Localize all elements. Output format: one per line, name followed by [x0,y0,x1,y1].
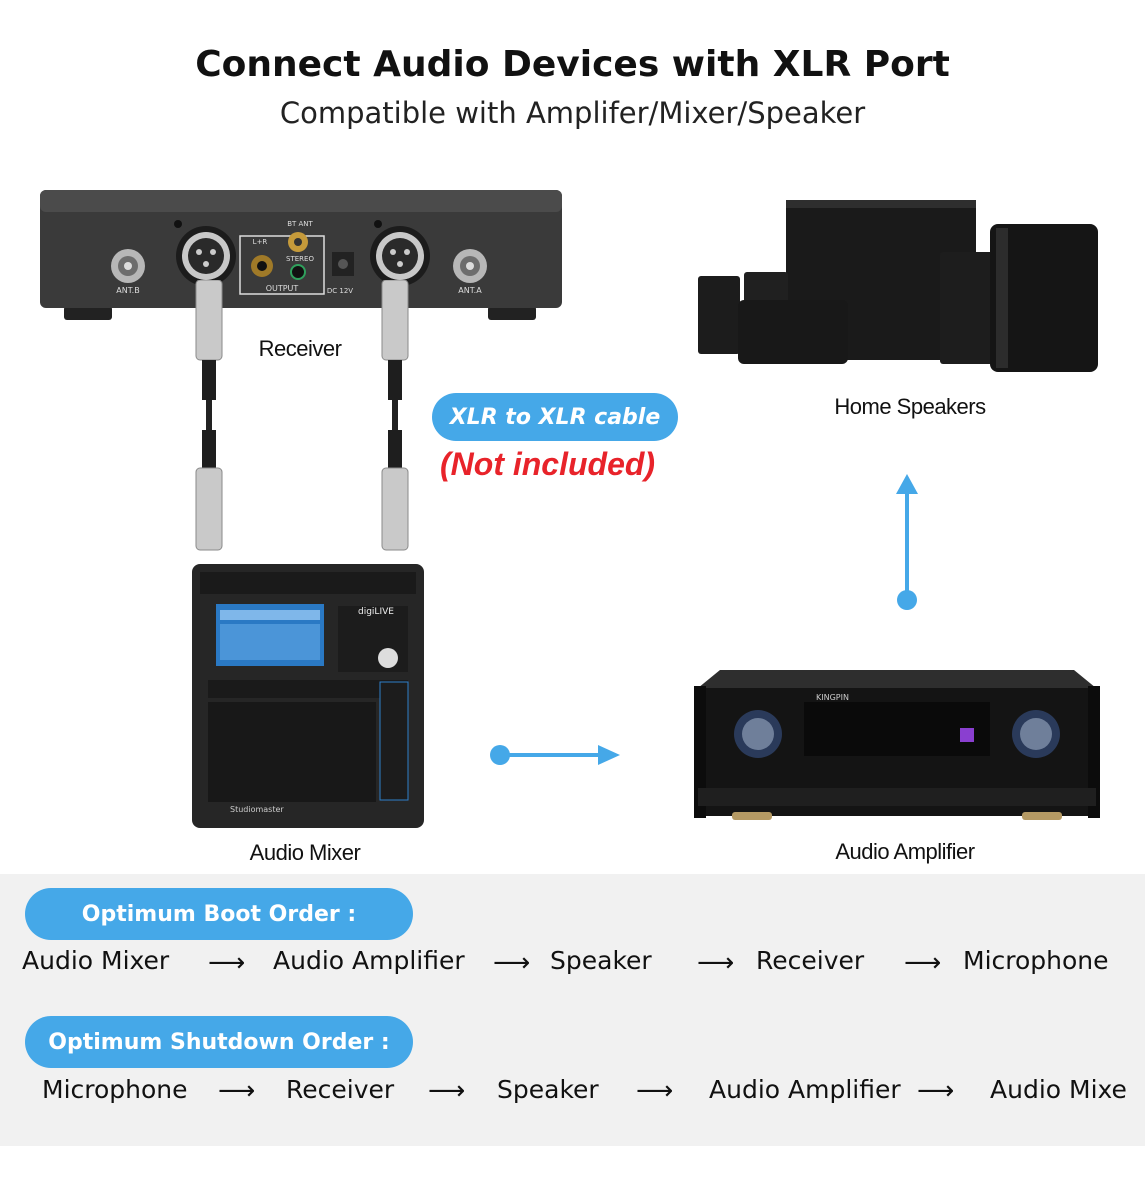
audio-mixer-label: Audio Mixer [249,840,361,865]
home-speakers-device [690,200,1110,380]
bt-ant-label: BT ANT [287,220,313,228]
audio-amplifier-image: KINGPIN [694,670,1100,820]
shutdown-arrow-icon: ⟶ [636,1076,674,1106]
mixer-maker: Studiomaster [230,805,284,814]
cable-badge-label: XLR to XLR cable [449,404,661,430]
boot-order-heading-label: Optimum Boot Order : [81,901,357,927]
boot-step-3: Speaker [550,946,652,975]
lr-label: L+R [253,238,268,246]
arrow-mixer-to-amplifier [490,745,620,765]
home-speakers-image [698,200,1098,372]
ant-b-label: ANT.B [116,286,139,295]
shutdown-step-1: Microphone [42,1075,188,1104]
mixer-brand: digiLIVE [358,607,394,617]
stereo-label: STEREO [286,255,314,263]
boot-step-2: Audio Amplifier [273,946,465,975]
boot-arrow-icon: ⟶ [493,948,531,978]
boot-step-1: Audio Mixer [22,946,170,975]
amplifier-brand: KINGPIN [816,693,849,702]
boot-step-5: Microphone [963,946,1109,975]
shutdown-step-4: Audio Amplifier [709,1075,901,1104]
boot-arrow-icon: ⟶ [904,948,942,978]
audio-mixer-image: Studiomaster digiLIVE [192,564,424,828]
xlr-cable-right [381,280,409,551]
boot-order-heading: Optimum Boot Order : [25,888,413,940]
boot-arrow-icon: ⟶ [208,948,246,978]
ant-a-label: ANT.A [458,286,482,295]
boot-arrow-icon: ⟶ [697,948,735,978]
xlr-cables [195,280,409,551]
xlr-cable-left [195,280,223,551]
home-speakers-label: Home Speakers [834,394,986,419]
receiver-image: ANT.B L+R BT ANT STEREO OUTPUT DC 12V AN… [40,190,562,320]
shutdown-order-heading: Optimum Shutdown Order : [25,1016,413,1068]
receiver-device: ANT.B L+R BT ANT STEREO OUTPUT DC 12V AN… [36,186,566,322]
shutdown-arrow-icon: ⟶ [917,1076,955,1106]
shutdown-step-2: Receiver [286,1075,395,1104]
page-subtitle: Compatible with Amplifer/Mixer/Speaker [279,96,866,130]
cable-badge: XLR to XLR cable [432,393,678,441]
page-title: Connect Audio Devices with XLR Port [195,44,950,85]
audio-mixer-device: Studiomaster digiLIVE [190,562,426,830]
arrow-amplifier-to-speakers [896,474,918,610]
shutdown-step-5: Audio Mixe [990,1075,1127,1104]
receiver-label: Receiver [258,336,342,361]
dc-label: DC 12V [327,287,353,295]
not-included-note: (Not included) [440,446,656,482]
audio-amplifier-label: Audio Amplifier [835,839,975,864]
shutdown-step-3: Speaker [497,1075,599,1104]
shutdown-arrow-icon: ⟶ [428,1076,466,1106]
shutdown-order-heading-label: Optimum Shutdown Order : [48,1029,390,1055]
shutdown-arrow-icon: ⟶ [218,1076,256,1106]
boot-step-4: Receiver [756,946,865,975]
audio-amplifier-device: KINGPIN [692,668,1102,826]
output-label: OUTPUT [266,284,299,293]
